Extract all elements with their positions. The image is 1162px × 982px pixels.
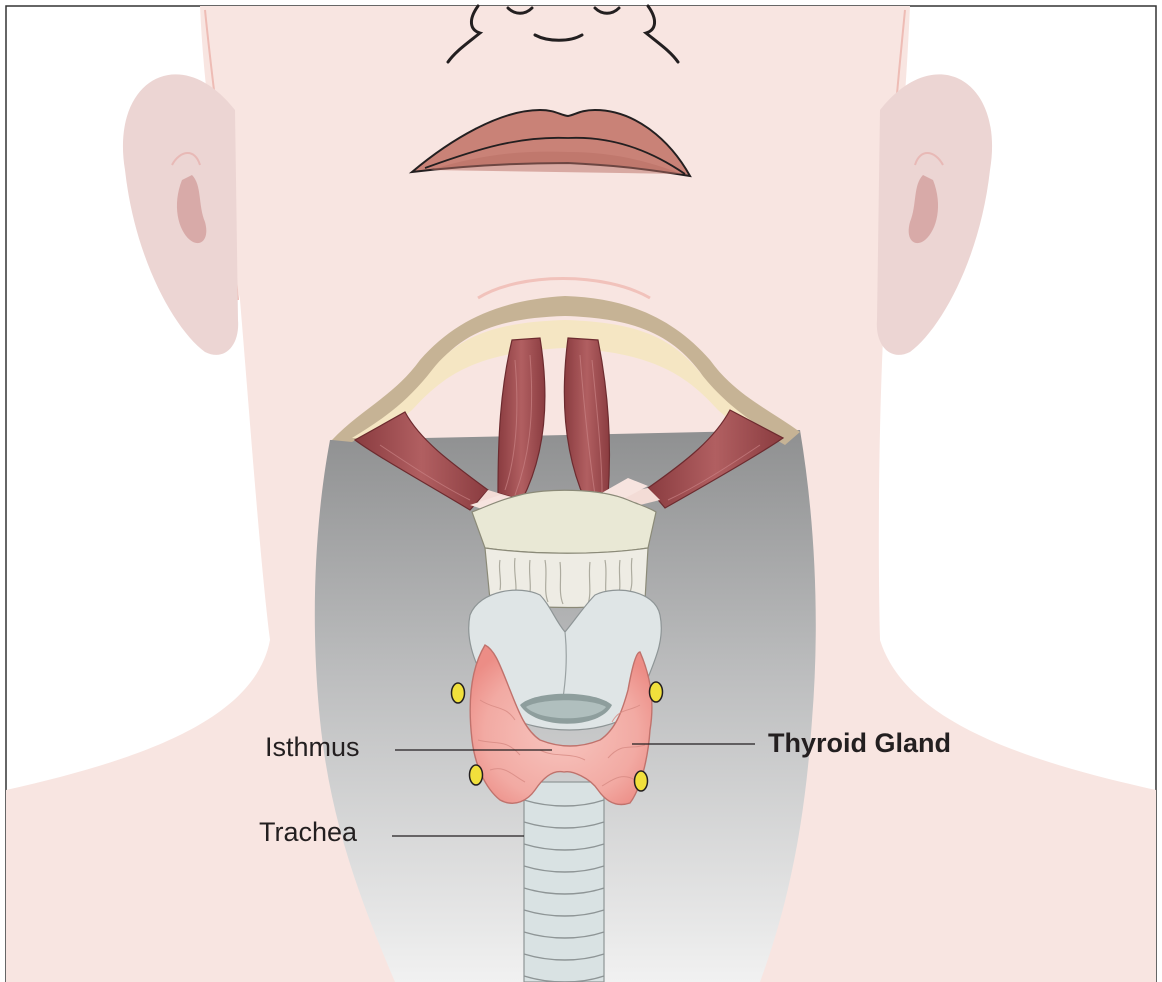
trachea (524, 782, 604, 982)
thyroid-gland-label: Thyroid Gland (768, 728, 951, 758)
trachea-label: Trachea (259, 817, 358, 847)
isthmus-label: Isthmus (265, 732, 360, 762)
